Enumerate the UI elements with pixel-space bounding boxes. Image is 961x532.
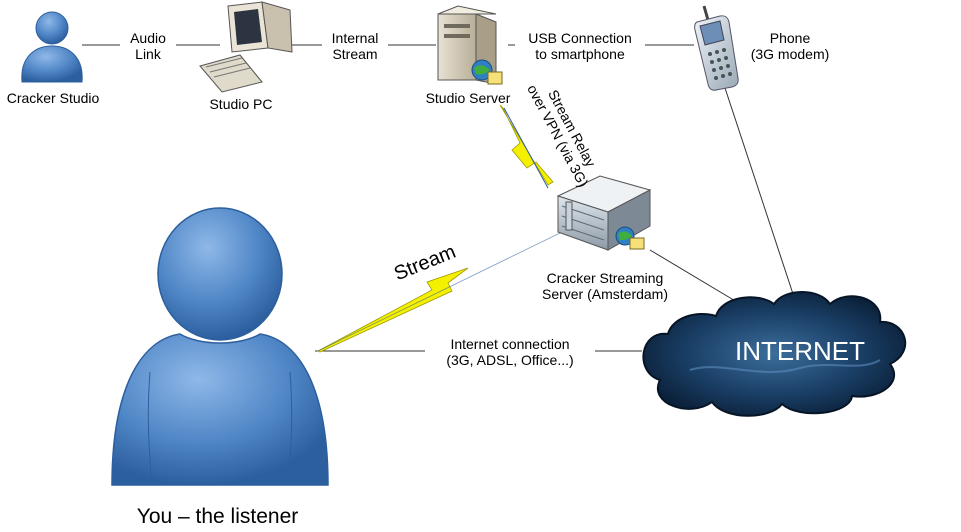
person-icon-cracker-studio — [21, 11, 83, 83]
label-usb-connection: USB Connection to smartphone — [515, 30, 645, 62]
label-studio-server: Studio Server — [425, 90, 511, 106]
phone-icon — [694, 5, 739, 91]
label-internet-connection: Internet connection (3G, ADSL, Office...… — [425, 336, 595, 368]
computer-icon-studio-pc — [199, 1, 293, 93]
line-phone-to-internet — [724, 87, 796, 301]
label-internet: INTERNET — [735, 336, 865, 366]
label-listener: You – the listener — [136, 505, 299, 528]
server-icon-studio-server — [437, 5, 503, 85]
rack-server-icon-streaming-server — [556, 175, 652, 251]
line-streaming-server-to-internet — [649, 249, 743, 306]
person-icon-listener — [111, 207, 329, 486]
label-streaming-server: Cracker Streaming Server (Amsterdam) — [541, 270, 669, 302]
label-studio-pc: Studio PC — [209, 96, 273, 112]
cloud-icon-internet — [642, 291, 907, 417]
label-cracker-studio: Cracker Studio — [6, 90, 100, 106]
lightning-icon-stream — [317, 267, 469, 353]
label-internal-stream: Internal Stream — [322, 30, 388, 62]
lightning-icon-relay — [499, 104, 554, 186]
label-phone: Phone (3G modem) — [750, 30, 830, 62]
label-audio-link: Audio Link — [120, 30, 176, 62]
